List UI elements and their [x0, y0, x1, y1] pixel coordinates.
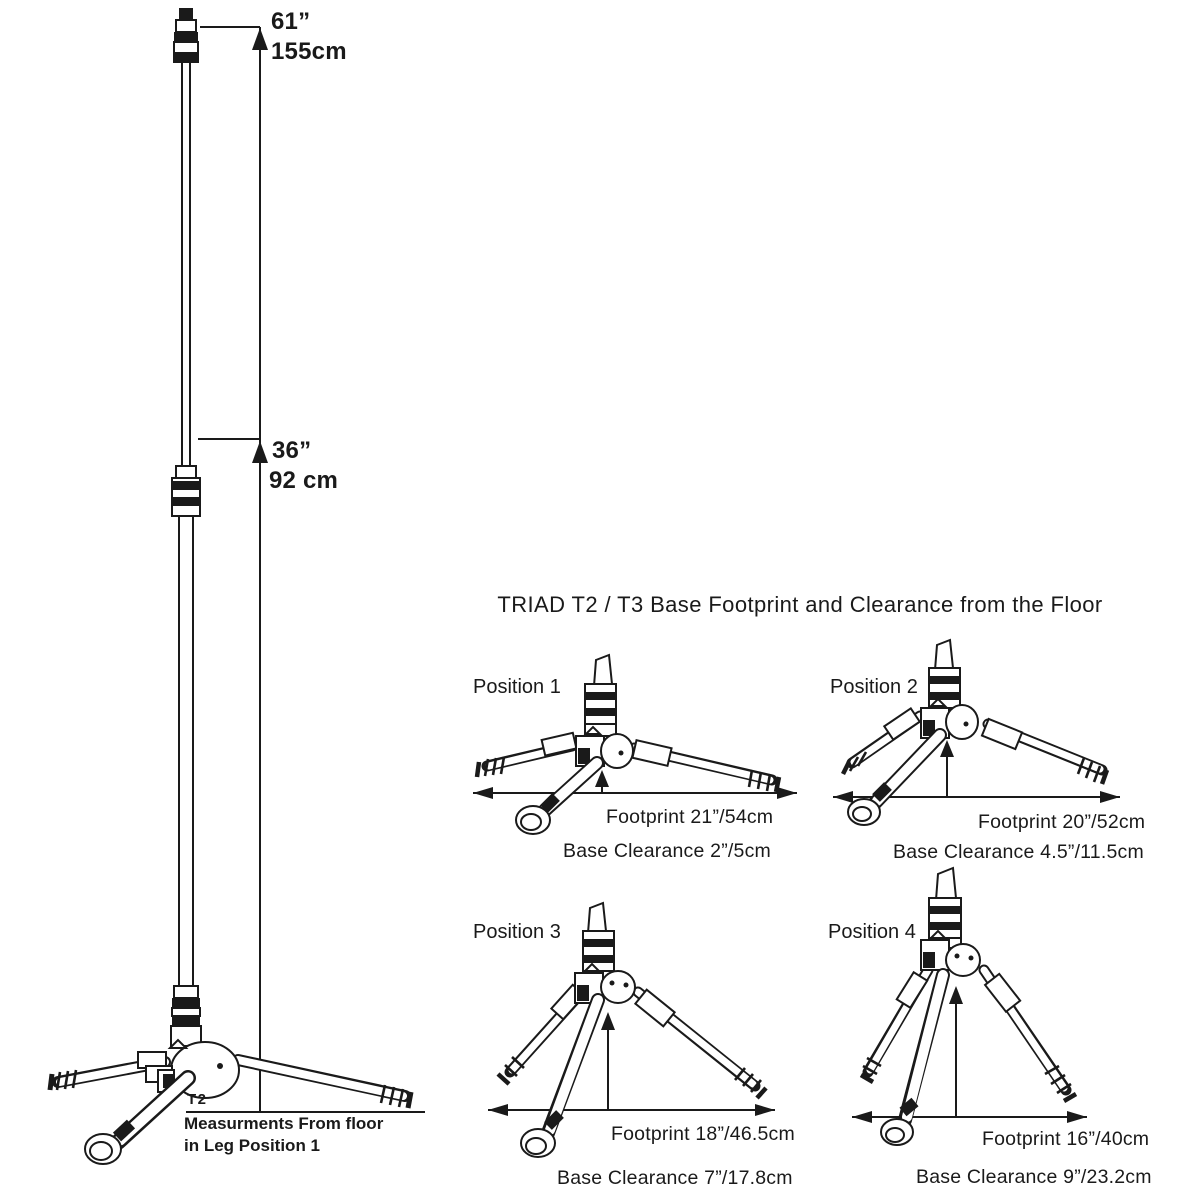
position-1-footprint: Footprint 21”/54cm — [606, 806, 774, 828]
full-height-metric-label: 155cm — [271, 38, 347, 65]
arrow-right-icon — [1067, 1111, 1087, 1123]
section-title: TRIAD T2 / T3 Base Footprint and Clearan… — [497, 592, 1103, 617]
arrow-up-icon — [940, 740, 954, 757]
position-4-clearance: Base Clearance 9”/23.2cm — [916, 1166, 1152, 1188]
arrow-left-icon — [852, 1111, 872, 1123]
position-1-clearance: Base Clearance 2”/5cm — [563, 840, 771, 862]
position-1-label: Position 1 — [473, 676, 561, 698]
arrow-left-icon — [833, 791, 853, 803]
model-label: T2 — [187, 1091, 208, 1108]
measurement-note-line2: in Leg Position 1 — [184, 1136, 321, 1155]
tripod-position-3 — [488, 901, 775, 1158]
position-4-label: Position 4 — [828, 921, 916, 943]
position-2-clearance: Base Clearance 4.5”/11.5cm — [893, 841, 1144, 863]
measurement-note-line1: Measurments From floor — [184, 1114, 384, 1133]
height-dimension-lines — [186, 26, 425, 1113]
tripod-position-1 — [473, 653, 797, 835]
arrow-up-icon — [601, 1012, 615, 1030]
tripod-position-2 — [833, 638, 1120, 826]
position-3-footprint: Footprint 18”/46.5cm — [611, 1123, 795, 1145]
position-4-footprint: Footprint 16”/40cm — [982, 1128, 1150, 1150]
position-3-label: Position 3 — [473, 921, 561, 943]
arrow-up-icon — [595, 770, 609, 787]
arrow-right-icon — [777, 787, 797, 799]
arrow-right-icon — [1100, 791, 1120, 803]
arrow-right-icon — [755, 1104, 775, 1116]
mic-stand-drawing — [47, 8, 414, 1165]
arrow-left-icon — [488, 1104, 508, 1116]
arrow-left-icon — [473, 787, 493, 799]
position-3-clearance: Base Clearance 7”/17.8cm — [557, 1167, 793, 1189]
mid-height-inches-label: 36” — [272, 437, 312, 464]
full-height-inches-label: 61” — [271, 8, 311, 35]
position-2-footprint: Footprint 20”/52cm — [978, 811, 1146, 833]
position-2-label: Position 2 — [830, 676, 918, 698]
arrow-up-icon — [252, 28, 268, 50]
arrow-up-icon — [949, 986, 963, 1004]
mid-height-metric-label: 92 cm — [269, 467, 339, 494]
arrow-up-icon — [252, 441, 268, 463]
tripod-position-4 — [852, 866, 1087, 1146]
